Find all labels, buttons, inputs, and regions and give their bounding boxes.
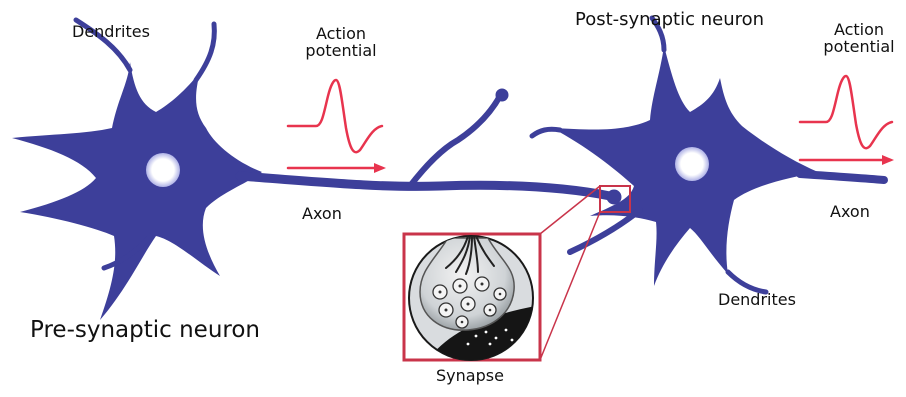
pre-synaptic-neuron-label: Pre-synaptic neuron [30,318,260,342]
pre-synaptic-soma [12,62,262,320]
pre-dendrite-top-right [196,24,214,80]
zoom-line-bottom [540,212,600,360]
spike-waveform-right [800,76,892,148]
post-synaptic-nucleus [675,147,709,181]
post-dendrite-left [532,129,560,136]
action-potential-right-label: Action potential [814,22,904,56]
axon-branch [410,96,500,186]
axon-left-label: Axon [302,206,342,223]
arrow-left-head [374,163,386,173]
post-synaptic-neuron-label: Post-synaptic neuron [575,11,764,30]
axon-branch-terminal [496,89,508,101]
action-potential-left-label: Action potential [292,26,390,60]
post-dendrite-lower-left [570,210,640,252]
post-dendrite-bottom [728,272,766,292]
post-synaptic-axon [800,174,884,180]
dendrites-left-label: Dendrites [72,24,150,41]
arrow-right-head [882,155,894,165]
axon-terminal [607,190,621,204]
spike-waveform-left [288,80,382,152]
synapse-label: Synapse [436,368,504,385]
axon-right-label: Axon [830,204,870,221]
dendrites-right-label: Dendrites [718,292,796,309]
action-potential-left [288,80,386,173]
pre-synaptic-nucleus [146,153,180,187]
action-potential-right [800,76,894,165]
pre-synaptic-axon [240,176,610,196]
